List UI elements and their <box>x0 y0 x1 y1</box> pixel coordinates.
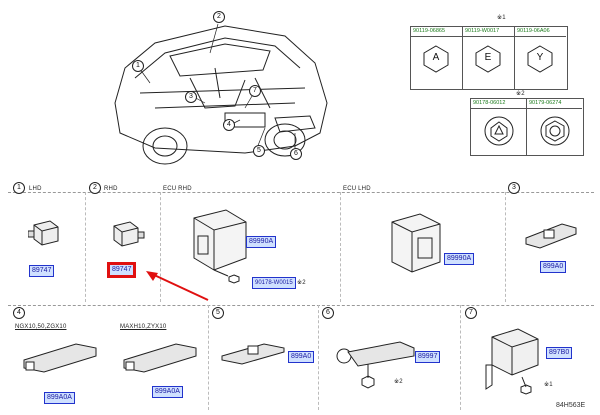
section-7-number: 7 <box>465 307 477 319</box>
hex-nut-a-icon <box>423 45 449 73</box>
fastener-letter-e: E <box>484 52 492 63</box>
ecu-lhd-icon <box>391 213 441 273</box>
ecu-rhd-icon <box>193 209 247 277</box>
sensor-89747-lhd-icon <box>28 220 59 246</box>
sensor-899a0-section3-icon <box>525 223 577 249</box>
car-callout-7: 7 <box>249 85 261 97</box>
fastener-letter-a: A <box>432 52 440 63</box>
hex-nut-y-icon <box>527 45 553 73</box>
part-899a0-section3[interactable]: 899A0 <box>540 261 567 273</box>
sensor-897b0-icon <box>485 328 539 395</box>
fastener-code-90178: 90178-06012 <box>473 100 506 106</box>
sensor-899a0a-left-icon <box>23 343 97 373</box>
hex-nut-e-icon <box>475 45 501 73</box>
part-89997[interactable]: 89997 <box>415 351 441 363</box>
fastener-code-a: 90119-06865 <box>413 28 446 34</box>
highlight-arrow-icon <box>146 271 209 301</box>
fastener-note-2: ※2 <box>516 91 525 97</box>
sensor-899a0a-right-icon <box>123 343 197 373</box>
part-89990a-lhd[interactable]: 89990A <box>444 253 475 265</box>
car-callout-4: 4 <box>223 119 235 131</box>
section-5-number: 5 <box>212 307 224 319</box>
part-899a0a-left[interactable]: 899A0A <box>44 392 75 404</box>
section-2-label: RHD <box>104 186 118 192</box>
ecu-lhd-label: ECU LHD <box>343 186 371 192</box>
section-2-number: 2 <box>89 182 101 194</box>
section-1-number: 1 <box>13 182 25 194</box>
section-4-number: 4 <box>13 307 25 319</box>
fastener-cell-90179[interactable] <box>526 98 584 156</box>
diagram-code: 84H563E <box>556 402 586 409</box>
part-89747-lhd[interactable]: 89747 <box>29 265 55 277</box>
section-4-sub-left: NGX10,50,ZGX10 <box>15 324 67 330</box>
part-897b0[interactable]: 897B0 <box>546 347 573 359</box>
ecu-rhd-fastener-note: ※2 <box>297 280 306 286</box>
sensor-89997-icon <box>336 341 415 389</box>
car-callout-3: 3 <box>185 91 197 103</box>
section-1-label: LHD <box>29 186 42 192</box>
sensor-89747-rhd-icon <box>113 221 145 247</box>
part-90178-w0015[interactable]: 90178-W0015 <box>252 277 296 289</box>
fastener-code-90179: 90179-06274 <box>529 100 562 106</box>
fastener-code-y: 90119-06A06 <box>517 28 550 34</box>
car-callout-2: 2 <box>213 11 225 23</box>
fastener-letter-y: Y <box>536 52 544 63</box>
section-7-fastener-note: ※1 <box>544 382 553 388</box>
car-callout-1: 1 <box>132 60 144 72</box>
fastener-note-1: ※1 <box>497 15 506 21</box>
ecu-rhd-label: ECU RHD <box>163 186 192 192</box>
sensor-899a0-section5-icon <box>221 343 285 365</box>
ecu-rhd-nut-icon <box>228 274 240 284</box>
section-3-number: 3 <box>508 182 520 194</box>
part-899a0-section5[interactable]: 899A0 <box>288 351 315 363</box>
car-callout-5: 5 <box>253 145 265 157</box>
fastener-code-e: 90119-W0017 <box>465 28 500 34</box>
part-899a0a-right[interactable]: 899A0A <box>152 386 183 398</box>
car-callout-6: 6 <box>290 148 302 160</box>
section-6-fastener-note: ※2 <box>394 379 403 385</box>
part-89747-rhd-highlighted[interactable]: 89747 <box>108 263 136 277</box>
section-4-sub-right: MAXH10,ZYX10 <box>120 324 167 330</box>
part-89990a-rhd[interactable]: 89990A <box>246 236 277 248</box>
clip-nut-icon <box>484 116 514 146</box>
section-6-number: 6 <box>322 307 334 319</box>
flange-nut-icon <box>540 116 570 146</box>
